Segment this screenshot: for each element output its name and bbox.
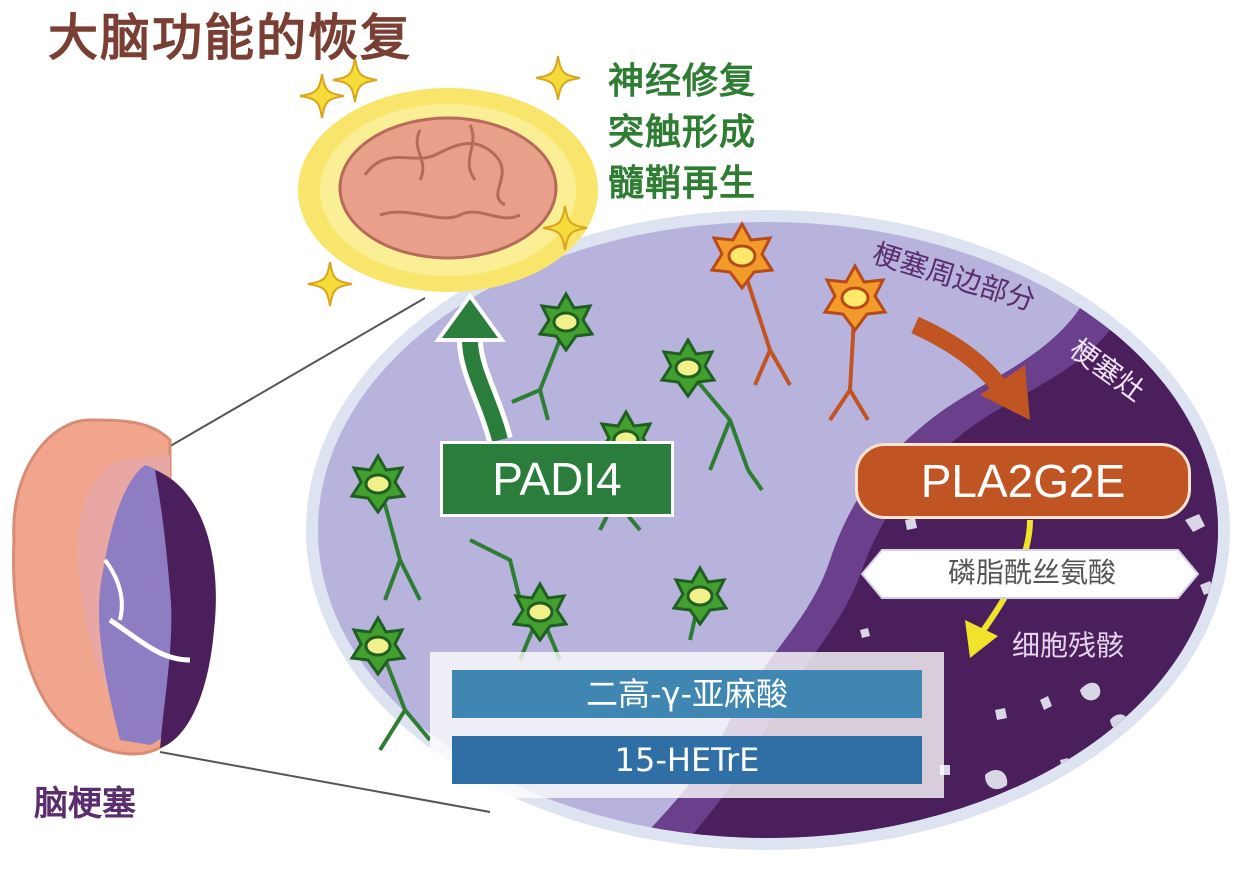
recovery-item-synaptogenesis: 突触形成 <box>608 112 757 153</box>
infarct-label: 脑梗塞 <box>34 784 136 824</box>
hetre-box: 15-HETrE <box>452 736 922 784</box>
padi4-box: PADI4 <box>440 441 674 517</box>
cell-debris-label: 细胞残骸 <box>1012 629 1125 662</box>
recovery-item-neural-repair: 神经修复 <box>608 61 757 102</box>
dgla-box: 二高-γ-亚麻酸 <box>452 670 922 718</box>
phosphatidylserine-shape <box>860 549 1200 599</box>
pla2g2e-box: PLA2G2E <box>855 443 1191 519</box>
page-title: 大脑功能的恢复 <box>48 9 412 67</box>
zoom-line-bottom <box>159 751 491 813</box>
padi4-recovery-arrow <box>434 292 513 444</box>
pla2g2e-arrow <box>911 316 1030 420</box>
zoom-line-top <box>159 297 426 453</box>
recovered-brain-icon <box>298 88 598 292</box>
phosphatidylserine-label: 磷脂酰丝氨酸 <box>947 556 1116 589</box>
recovery-item-remyelination: 髓鞘再生 <box>608 163 757 204</box>
brain-slice-icon <box>12 418 216 756</box>
